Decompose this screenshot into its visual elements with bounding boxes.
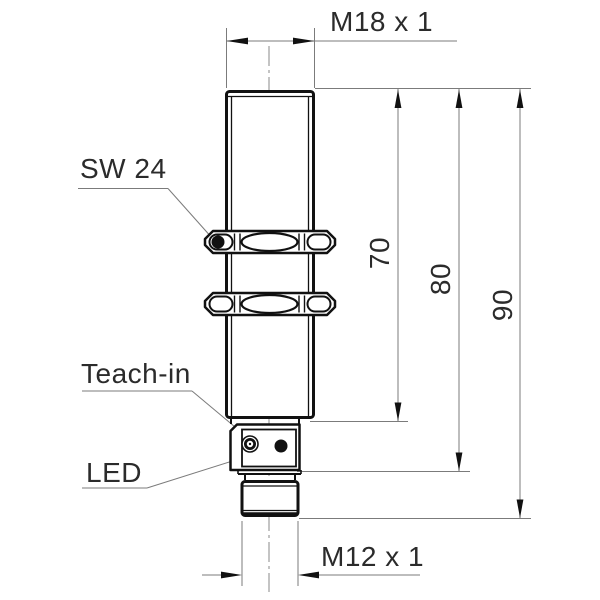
arrow-90-top bbox=[516, 89, 524, 108]
hex-nut-upper bbox=[203, 229, 337, 255]
nut-end-facet-right bbox=[306, 295, 332, 313]
leader-teachin-diagonal bbox=[191, 390, 242, 433]
m12-plug bbox=[237, 470, 302, 517]
led-indicator bbox=[274, 439, 288, 453]
arrow-80-top bbox=[455, 89, 463, 108]
extension-lines bbox=[78, 28, 531, 586]
hex-nut-lower bbox=[203, 291, 337, 317]
nut-end-facet-right bbox=[306, 233, 332, 251]
connector-housing bbox=[229, 419, 301, 472]
thread-top-label: M18 x 1 bbox=[330, 6, 434, 37]
sensor-body bbox=[203, 90, 337, 517]
dimension-90-label: 90 bbox=[487, 288, 518, 322]
led-label: LED bbox=[86, 457, 142, 488]
dimension-80-label: 80 bbox=[425, 262, 456, 296]
nut-end-facet-left bbox=[208, 295, 234, 313]
dimension-70-label: 70 bbox=[364, 236, 395, 270]
teach-button-center bbox=[248, 442, 252, 446]
teach-in-label: Teach-in bbox=[81, 358, 191, 389]
arrow-m18-right bbox=[293, 37, 315, 45]
nut-center-facet bbox=[240, 231, 299, 253]
thread-bottom-label: M12 x 1 bbox=[321, 541, 425, 572]
sensor-barrel bbox=[225, 90, 315, 419]
sw24-marker-dot bbox=[211, 235, 225, 249]
plug-outline bbox=[240, 480, 300, 517]
arrow-70-top bbox=[394, 89, 402, 108]
nut-center-facet bbox=[240, 293, 299, 315]
arrow-m12-right bbox=[298, 571, 319, 579]
arrow-90-bottom bbox=[516, 499, 524, 518]
arrow-m18-left bbox=[226, 37, 248, 45]
wrench-size-label: SW 24 bbox=[80, 153, 167, 184]
arrow-80-bottom bbox=[455, 452, 463, 471]
arrow-70-bottom bbox=[394, 402, 402, 421]
leader-sw24-diagonal bbox=[167, 188, 214, 240]
arrow-m12-left bbox=[221, 571, 242, 579]
